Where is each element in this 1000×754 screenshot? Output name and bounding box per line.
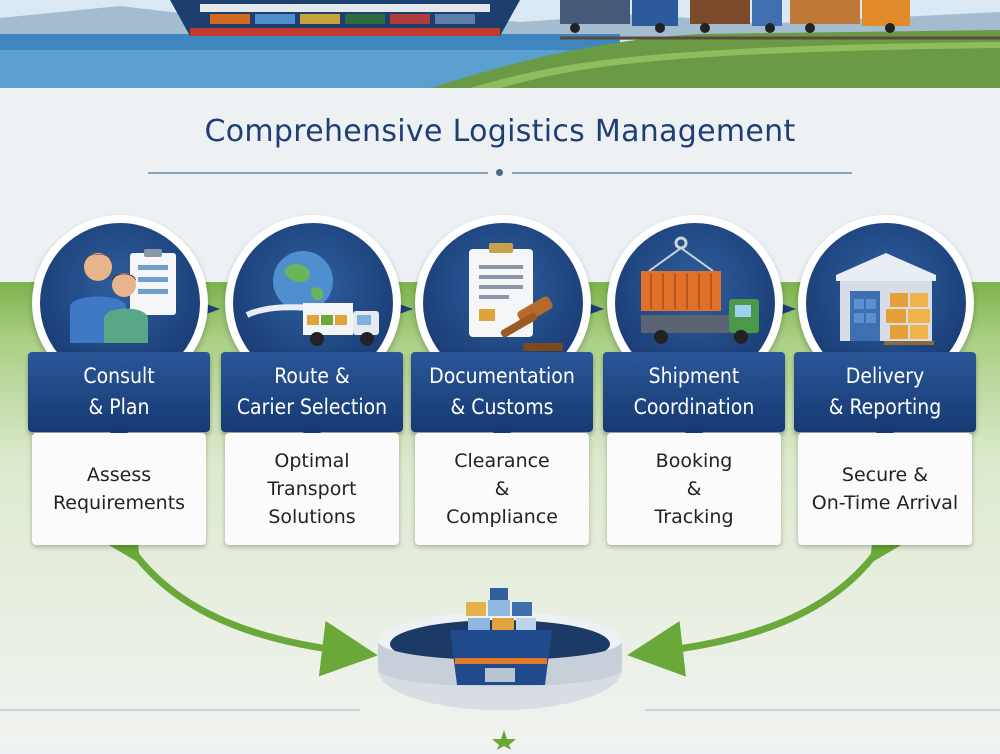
step-description-box: Booking & Tracking xyxy=(607,433,781,545)
step-delivery-reporting: Delivery & Reporting Secure & On-Time Ar… xyxy=(794,215,980,555)
trucks-icon xyxy=(560,0,910,33)
step-desc-line-1: Assess xyxy=(86,464,152,486)
warehouse-icon xyxy=(836,253,936,345)
step-desc-line-2: & xyxy=(686,478,702,500)
step-title-box: Delivery & Reporting xyxy=(794,352,976,442)
step-title-line-1: Documentation xyxy=(429,364,575,388)
step-desc-line-2: & xyxy=(494,478,510,500)
step-route-carrier: Route & Carier Selection Optimal Transpo… xyxy=(221,215,407,555)
step-title-line-2: & Reporting xyxy=(828,395,942,419)
star-icon xyxy=(492,730,516,750)
step-desc-line-3: Tracking xyxy=(654,506,734,528)
cycle-graphic xyxy=(0,501,1000,750)
platform-ship-icon xyxy=(378,588,622,710)
step-desc-line-2: Requirements xyxy=(52,492,186,514)
step-desc-line-1: Booking xyxy=(655,450,733,472)
header-banner-illustration xyxy=(0,0,1000,88)
step-desc-line-1: Optimal xyxy=(274,450,350,472)
step-title-line-2: Coordination xyxy=(633,395,755,419)
step-title-box: Documentation & Customs xyxy=(411,352,593,442)
step-description-box: Secure & On-Time Arrival xyxy=(798,433,972,545)
step-title-box: Shipment Coordination xyxy=(603,352,785,442)
step-consult-plan: Consult & Plan Assess Requirements xyxy=(28,215,214,555)
route-truck-icon xyxy=(245,251,379,346)
step-desc-line-3: Compliance xyxy=(446,506,558,528)
step-documentation-customs: Documentation & Customs Clearance & Comp… xyxy=(411,215,597,555)
step-desc-line-1: Clearance xyxy=(454,450,550,472)
title-divider-left xyxy=(148,172,488,174)
container-truck-icon xyxy=(641,236,759,344)
page-title: Comprehensive Logistics Management xyxy=(204,114,796,149)
documents-gavel-icon xyxy=(469,243,563,351)
step-description-box: Clearance & Compliance xyxy=(415,433,589,545)
step-title-line-1: Delivery xyxy=(845,364,925,388)
step-title-line-1: Shipment xyxy=(648,364,740,388)
step-title-line-1: Consult xyxy=(83,364,155,388)
cargo-ship-icon xyxy=(170,0,520,36)
cycle-arrow-right xyxy=(627,501,924,677)
step-desc-line-2: Transport xyxy=(267,478,357,500)
step-title-box: Consult & Plan xyxy=(28,352,210,442)
step-title-box: Route & Carier Selection xyxy=(221,352,403,442)
step-desc-line-3: Solutions xyxy=(268,506,356,528)
step-description-box: Optimal Transport Solutions xyxy=(225,433,399,545)
cycle-arrow-left xyxy=(86,501,378,677)
title-divider-right xyxy=(512,172,852,174)
step-title-line-2: Carier Selection xyxy=(236,395,388,419)
step-shipment-coordination: Shipment Coordination Booking & Tracking xyxy=(603,215,789,555)
step-description-box: Assess Requirements xyxy=(32,433,206,545)
step-title-line-2: & Customs xyxy=(450,395,554,419)
title-divider-dot xyxy=(496,169,503,176)
consultation-icon xyxy=(70,249,176,343)
step-desc-line-1: Secure & xyxy=(841,464,929,486)
step-title-line-2: & Plan xyxy=(88,395,150,419)
step-desc-line-2: On-Time Arrival xyxy=(811,492,959,514)
step-title-line-1: Route & xyxy=(274,364,350,388)
